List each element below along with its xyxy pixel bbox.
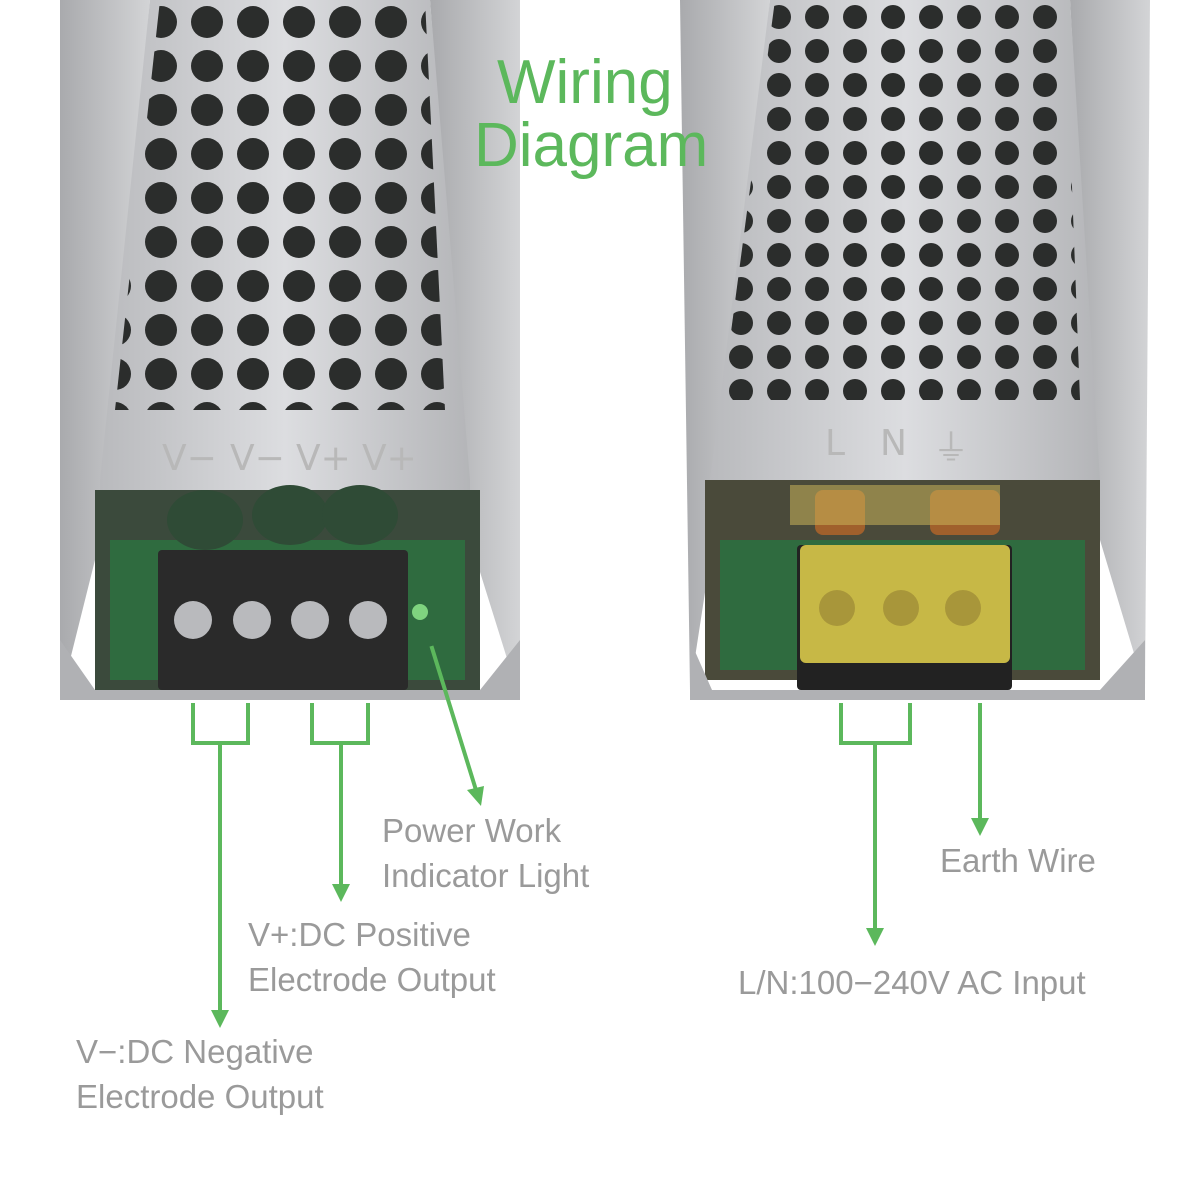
ac-terminal-mark: ⏚ xyxy=(933,428,969,469)
positive-arrowhead xyxy=(332,884,350,902)
negative-arrowhead xyxy=(211,1010,229,1028)
ac-case-left-wall xyxy=(680,0,770,690)
indicator-arrowhead xyxy=(467,786,484,806)
ac-input-label: L/N:100−240V AC Input xyxy=(738,964,1086,1001)
indicator-label-line-2: Indicator Light xyxy=(382,857,589,894)
ac-terminal-mark: N xyxy=(880,423,907,464)
title-line-2: Diagram xyxy=(474,111,708,180)
indicator-label-line-1: Power Work xyxy=(382,812,562,849)
dc-terminal-mark: V+ xyxy=(362,438,417,479)
indicator-leader xyxy=(429,645,479,793)
dc-terminal-mark: V− xyxy=(162,438,217,479)
ac-terminal-screws xyxy=(819,590,981,626)
dc-capacitors xyxy=(167,485,398,550)
positive-bracket xyxy=(310,703,370,745)
ac-input-arrowhead xyxy=(866,928,884,946)
dc-case-right-wall xyxy=(430,0,520,700)
dc-terminal-mark: V+ xyxy=(296,438,351,479)
indicator-light xyxy=(412,604,428,620)
positive-label-line-1: V+:DC Positive xyxy=(248,916,471,953)
ac-power-supply: L N ⏚ xyxy=(680,0,1150,700)
ac-bottom-flange xyxy=(690,640,1145,700)
dc-bottom-flange xyxy=(60,640,520,700)
ac-coils xyxy=(790,485,1000,535)
dc-power-supply: V− V− V+ V+ xyxy=(60,0,520,700)
negative-label-line-2: Electrode Output xyxy=(76,1078,324,1115)
earth-label: Earth Wire xyxy=(940,842,1096,879)
positive-label-line-2: Electrode Output xyxy=(248,961,496,998)
dc-terminal-block xyxy=(158,550,408,690)
ac-terminal-mark: L xyxy=(825,423,845,464)
earth-arrowhead xyxy=(971,818,989,836)
ac-case-right-wall xyxy=(1070,0,1150,690)
negative-label-line-1: V−:DC Negative xyxy=(76,1033,314,1070)
dc-terminal-mark: V− xyxy=(230,438,285,479)
dc-case-left-wall xyxy=(60,0,150,700)
ac-perforation xyxy=(722,0,1080,400)
ac-input-bracket xyxy=(839,703,912,745)
negative-bracket xyxy=(191,703,250,745)
dc-perforation xyxy=(115,0,445,410)
dc-terminal-screws xyxy=(174,601,387,639)
title-line-1: Wiring xyxy=(497,48,673,117)
